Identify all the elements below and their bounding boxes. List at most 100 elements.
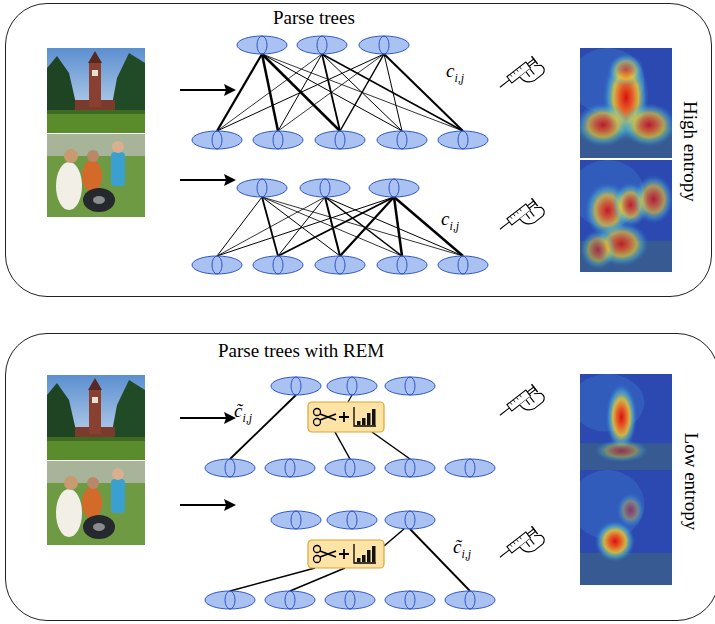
capsule-core <box>285 459 295 477</box>
capsule-core <box>347 377 357 395</box>
scissors-blade <box>320 551 336 557</box>
histogram-bar <box>367 413 371 425</box>
capsule-core <box>405 511 415 529</box>
clock <box>92 397 98 403</box>
capsule-core <box>379 36 389 54</box>
capsule-body <box>192 131 242 149</box>
capsule-body <box>265 591 315 609</box>
arrow-shaft <box>180 504 226 506</box>
arrow-shaft <box>180 179 226 181</box>
needle <box>500 550 509 557</box>
capsule-core <box>225 459 235 477</box>
histogram-axis <box>354 544 376 563</box>
capsule-core <box>317 36 327 54</box>
capsule <box>377 131 427 149</box>
grass <box>47 110 145 133</box>
panel-heading: Parse trees with REM <box>218 340 384 363</box>
capsule-body <box>325 459 375 477</box>
symbol-base: c̃ <box>234 400 242 421</box>
hand <box>520 62 547 87</box>
capsule-body <box>271 377 321 395</box>
dog <box>83 188 115 212</box>
heatmap-high <box>580 160 672 272</box>
syringe-icon <box>497 55 547 100</box>
weight-symbol: c̃i,j <box>453 536 471 561</box>
capsule-core <box>257 179 267 197</box>
tree-link <box>322 54 463 131</box>
capsule <box>297 36 347 54</box>
capsule-body <box>445 591 495 609</box>
capsule-body <box>438 131 488 149</box>
capsule <box>315 131 365 149</box>
needle <box>500 80 509 87</box>
dog-spot <box>93 523 105 531</box>
capsule-core <box>347 511 357 529</box>
tree-link <box>348 395 352 402</box>
plunger-cap <box>532 56 538 64</box>
capsule-body <box>385 591 435 609</box>
plus-sign <box>339 412 349 422</box>
capsule-body <box>327 511 377 529</box>
tree-link <box>394 197 463 256</box>
grass <box>47 437 145 460</box>
capsule-body <box>377 131 427 149</box>
capsule <box>237 179 287 197</box>
capsule <box>385 459 435 477</box>
capsule-body <box>445 459 495 477</box>
capsule-body <box>297 36 347 54</box>
heat-blob <box>594 439 649 462</box>
tree-link <box>262 197 278 256</box>
capsule-body <box>325 591 375 609</box>
capsule-core <box>458 256 468 274</box>
tree-link <box>262 54 402 131</box>
capsule-body <box>359 36 409 54</box>
grass <box>47 461 145 545</box>
tree-link <box>217 54 322 131</box>
sky <box>47 48 145 133</box>
capsule <box>325 459 375 477</box>
hand <box>520 532 547 557</box>
capsule <box>300 179 350 197</box>
boy-blue <box>111 479 125 513</box>
tree-link <box>384 54 402 131</box>
capsule-body <box>300 179 350 197</box>
entropy-label: Low entropy <box>679 432 702 530</box>
children-photo <box>47 461 145 545</box>
capsule-core <box>397 256 407 274</box>
capsule <box>359 36 409 54</box>
tree-link <box>410 529 470 591</box>
tree-link <box>262 197 463 256</box>
tree-link <box>384 54 463 131</box>
histogram-bar <box>372 409 376 425</box>
tree-link <box>322 54 402 131</box>
sky <box>47 375 145 460</box>
capsule <box>445 459 495 477</box>
tree-link <box>278 197 325 256</box>
symbol-base: c̃ <box>453 536 461 557</box>
syringe-icon <box>497 197 547 242</box>
capsule-body <box>438 256 488 274</box>
hand <box>520 204 547 229</box>
capsule <box>385 377 435 395</box>
capsule <box>377 256 427 274</box>
capsule-core <box>405 377 415 395</box>
barrel-marks <box>510 67 521 77</box>
arrow-shaft <box>180 89 226 91</box>
capsule <box>369 179 419 197</box>
capsule <box>271 511 321 529</box>
barrel-marks <box>510 537 521 547</box>
prune-rescale-box <box>308 540 384 568</box>
capsule-core <box>397 131 407 149</box>
plunger-cap <box>532 198 538 206</box>
weight-symbol: c̃i,j <box>234 400 252 425</box>
heatmap-low <box>580 374 672 470</box>
tree-link <box>217 197 262 256</box>
weight-symbol: ci,j <box>441 208 459 233</box>
tree-link <box>217 54 262 131</box>
capsule-body <box>253 256 303 274</box>
plus-sign <box>339 549 349 559</box>
histogram-bar <box>367 550 371 562</box>
capsule-body <box>237 179 287 197</box>
tree-link <box>340 54 384 131</box>
